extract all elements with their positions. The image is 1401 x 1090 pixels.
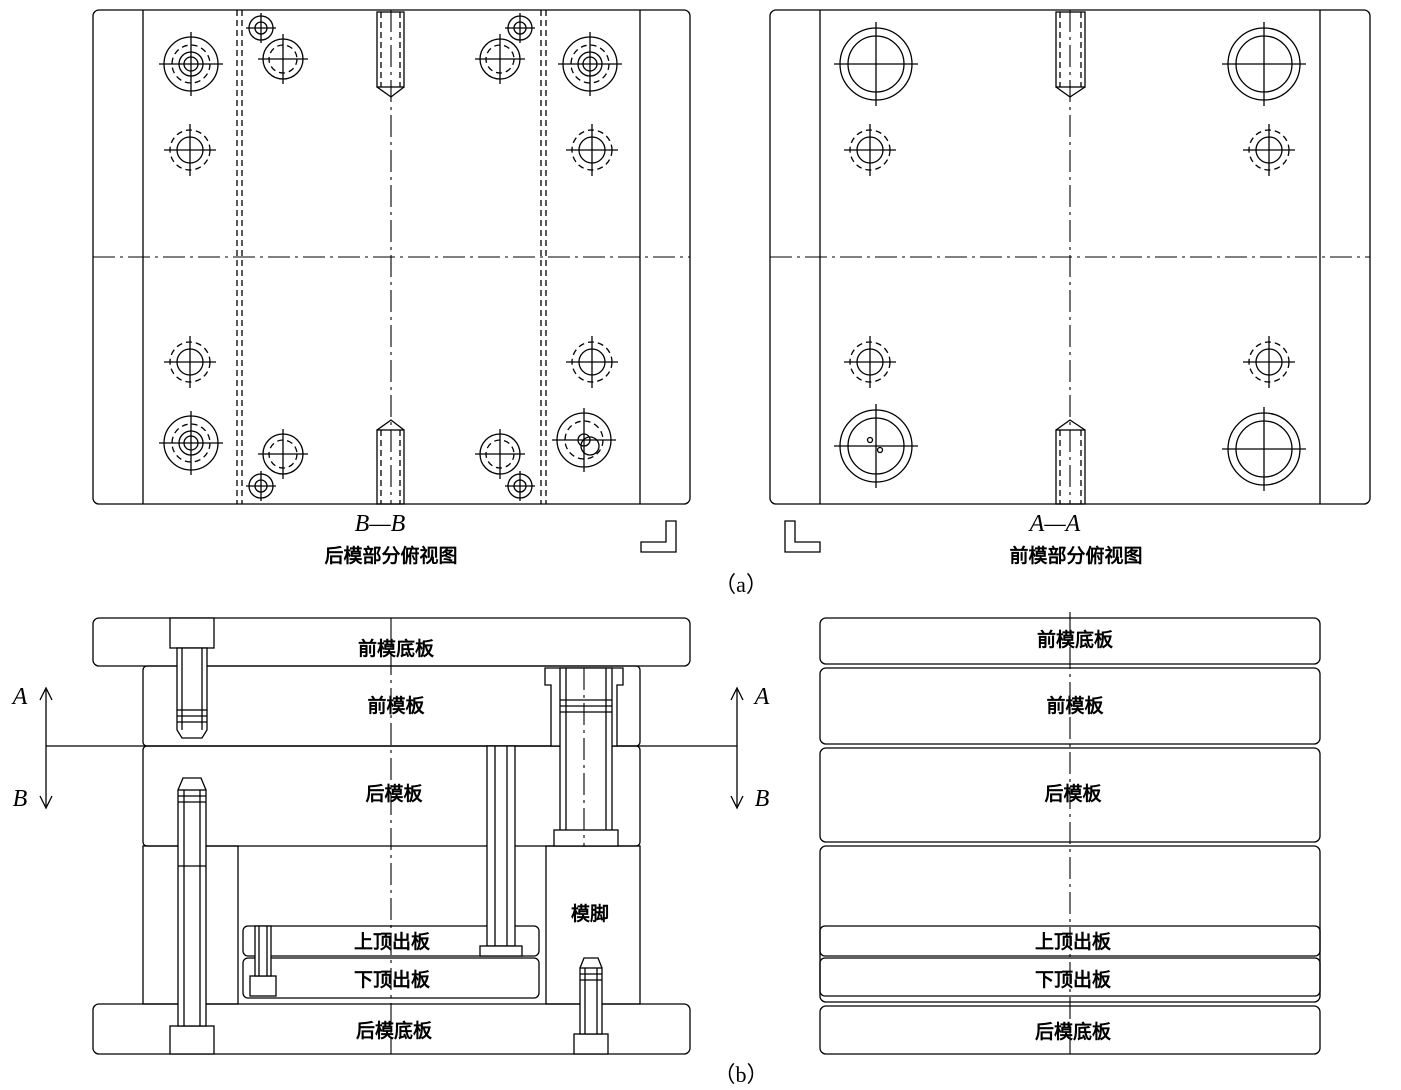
lower-ejector-plate-side <box>819 957 1321 997</box>
small-hole-tr <box>505 13 535 43</box>
label-rear-clamp-plate-side: 后模底板 <box>1035 1020 1112 1043</box>
guide-bush-hole-br <box>1222 407 1306 491</box>
screw-hole-fl2 <box>844 336 896 388</box>
screw-hole-fr1 <box>1243 124 1295 176</box>
mold-assembly-section <box>39 617 744 1055</box>
small-hole-br <box>505 471 535 501</box>
clamp-screw-top <box>169 617 215 739</box>
return-pin-hole-bl <box>258 429 308 479</box>
label-front-clamp-plate-side: 前模底板 <box>1037 628 1114 651</box>
small-hole-bl <box>246 471 276 501</box>
screw-hole-fr2 <box>1243 336 1295 388</box>
label-front-mold-plate-side: 前模板 <box>1046 694 1104 717</box>
section-arrow-mark-left <box>640 520 677 553</box>
section-mark-left-bottom: B <box>13 786 28 812</box>
view-title-rear: 后模部分俯视图 <box>324 544 457 567</box>
label-spacer-block: 模脚 <box>571 902 609 925</box>
label-lower-ejector-plate-side: 下顶出板 <box>1035 968 1112 991</box>
screw-hole-l1 <box>164 124 216 176</box>
section-mark-left-top: A <box>11 684 28 710</box>
rear-mold-top-view <box>92 9 691 505</box>
view-title-front: 前模部分俯视图 <box>1009 544 1142 567</box>
section-arrow-right <box>730 686 744 810</box>
screw-hole-r2 <box>566 336 618 388</box>
guide-bush-hole-tr <box>1222 22 1306 106</box>
screw-hole-l2 <box>164 336 216 388</box>
label-upper-ejector-plate: 上顶出板 <box>354 930 431 953</box>
return-pin <box>479 745 523 957</box>
return-pin-hole-tr <box>475 34 525 84</box>
section-label-bb: B—B <box>355 511 406 537</box>
ejector-screw <box>249 925 277 997</box>
section-mark-right-bottom: B <box>755 786 770 812</box>
screw-hole-r1 <box>566 124 618 176</box>
mold-assembly-side <box>819 612 1321 1058</box>
section-arrow-mark-right <box>784 520 821 553</box>
long-bolt-left <box>169 777 215 1055</box>
label-lower-ejector-plate: 下顶出板 <box>354 968 431 991</box>
label-upper-ejector-plate-side: 上顶出板 <box>1035 930 1112 953</box>
return-pin-hole-tl <box>258 34 308 84</box>
label-rear-mold-plate-side: 后模板 <box>1044 782 1102 805</box>
label-front-mold-plate: 前模板 <box>367 694 425 717</box>
caption-b: （b） <box>713 1062 768 1087</box>
screw-hole-fl1 <box>844 124 896 176</box>
section-arrow-left <box>39 686 53 810</box>
label-front-clamp-plate: 前模底板 <box>358 637 435 660</box>
caption-a: （a） <box>714 572 768 597</box>
guide-bush-hole-bl <box>834 404 918 488</box>
guide-bush-hole-tl <box>834 22 918 106</box>
guide-hole-tr <box>558 32 622 96</box>
guide-hole-tl <box>159 32 223 96</box>
label-rear-clamp-plate: 后模底板 <box>356 1019 433 1042</box>
guide-hole-bl <box>159 411 223 475</box>
clamp-screw-bottom <box>573 957 609 1055</box>
section-mark-right-top: A <box>753 684 770 710</box>
label-rear-mold-plate: 后模板 <box>365 782 423 805</box>
guide-hole-br <box>552 408 616 472</box>
small-hole-tl <box>246 13 276 43</box>
front-mold-top-view <box>769 9 1371 505</box>
guide-bush <box>544 667 624 847</box>
section-label-aa: A—A <box>1028 511 1081 537</box>
return-pin-hole-br <box>475 429 525 479</box>
